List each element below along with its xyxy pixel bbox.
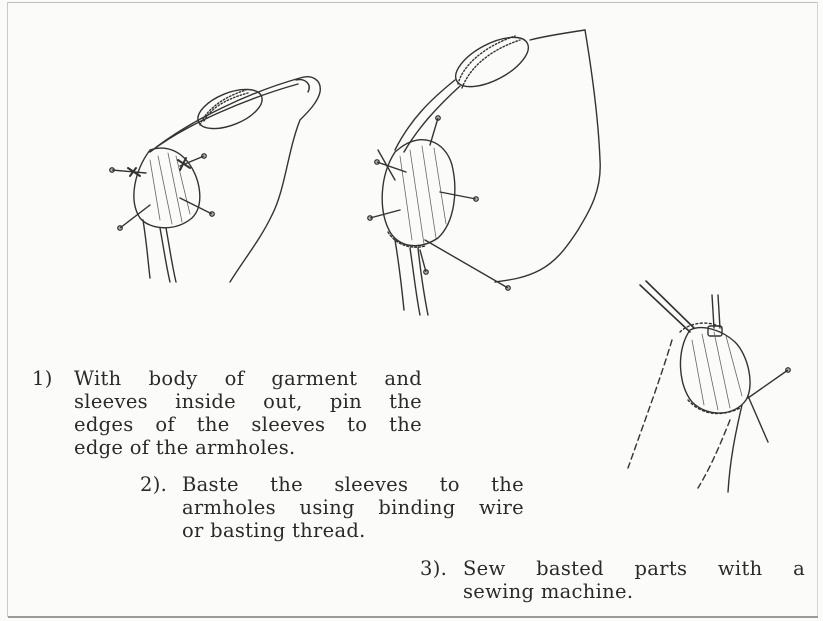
step-2-line: armholes using binding wire — [182, 496, 524, 519]
step-1-number: 1) — [32, 367, 53, 390]
pin — [425, 240, 508, 288]
step-2-number: 2). — [140, 473, 167, 496]
step-1-line: With body of garment and — [74, 367, 422, 390]
step-1-line: sleeves inside out, pin the — [74, 390, 422, 413]
step-3-number: 3). — [420, 557, 447, 580]
step-3-line: sewing machine. — [463, 580, 805, 603]
neck-opening — [192, 81, 267, 136]
step-3-line: Sew basted parts with a — [463, 557, 805, 580]
armhole — [134, 148, 200, 228]
illustration-basting — [368, 27, 600, 315]
illustration-pinning — [110, 77, 320, 282]
step-3-text: Sew basted parts with a sewing machine. — [463, 557, 805, 603]
pin — [440, 192, 476, 199]
pin — [370, 210, 400, 218]
neck-opening-2 — [448, 27, 536, 96]
step-2-line: Baste the sleeves to the — [182, 473, 524, 496]
step-1-line: edges of the sleeves to the — [74, 413, 422, 436]
step-2-text: Baste the sleeves to the armholes using … — [182, 473, 524, 542]
step-2-line: or basting thread. — [182, 519, 524, 542]
pin — [430, 118, 438, 145]
armhole-3 — [680, 328, 750, 413]
pin — [748, 370, 788, 398]
pin — [112, 170, 146, 173]
illustration-sewing — [628, 281, 790, 492]
step-1-text: With body of garment and sleeves inside … — [74, 367, 422, 459]
step-1-line: edge of the armholes. — [74, 436, 422, 459]
